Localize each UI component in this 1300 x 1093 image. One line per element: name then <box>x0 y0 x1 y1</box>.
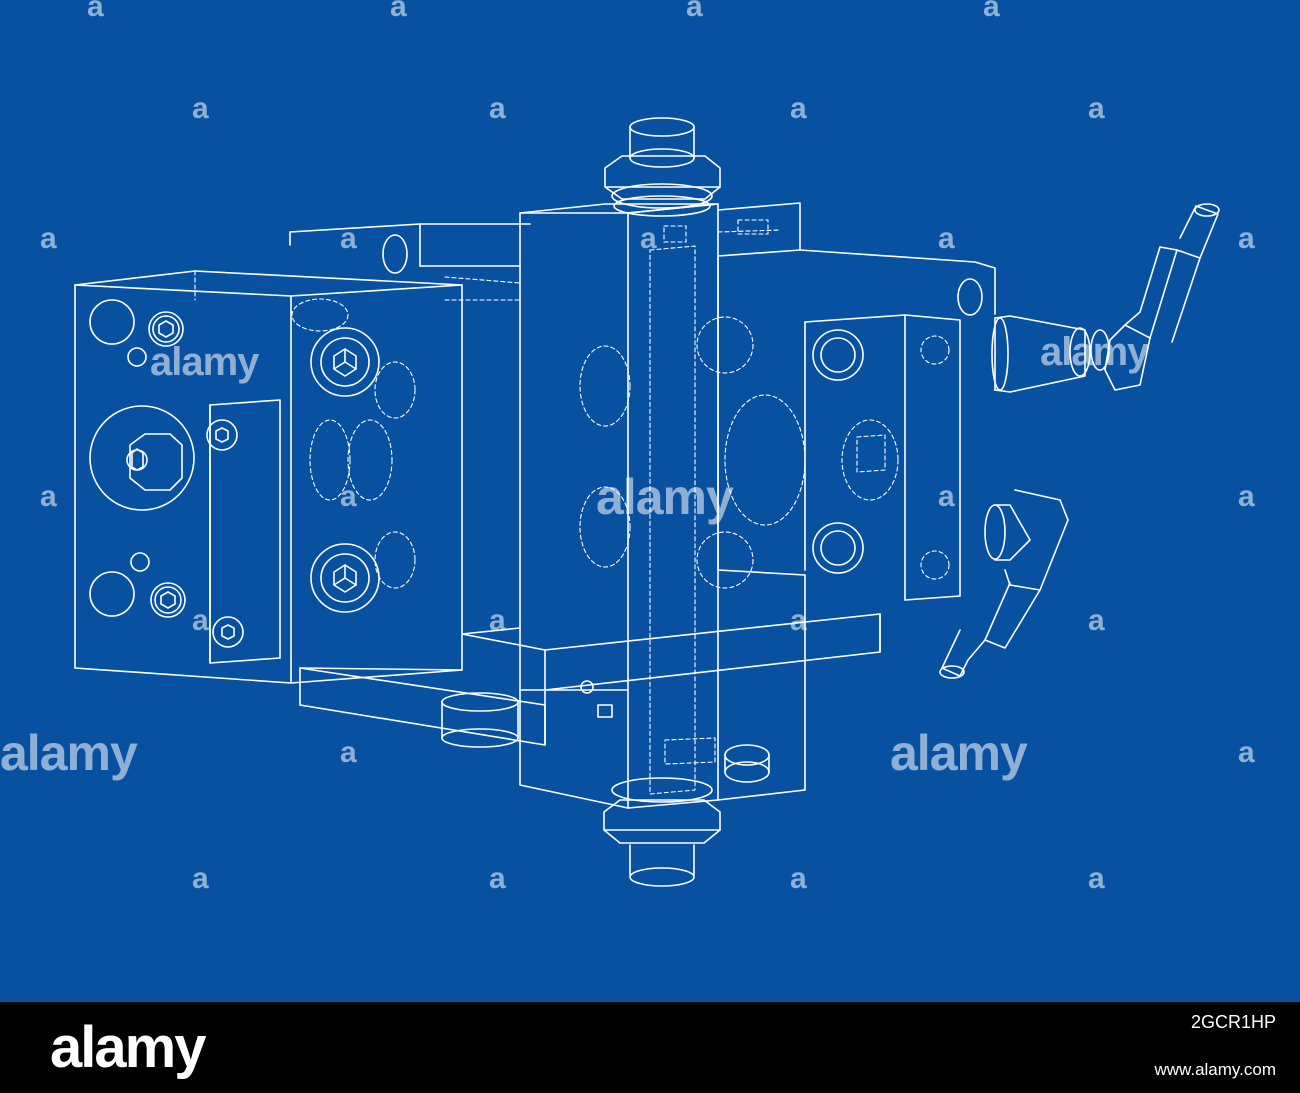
main-cap-screws <box>291 298 416 613</box>
watermark-logo: alamy <box>596 469 734 525</box>
watermark-small: a <box>938 480 955 513</box>
image-id-block: 2GCR1HP <box>1191 1010 1276 1034</box>
rear-housing <box>289 202 996 316</box>
watermark-small: a <box>340 480 357 513</box>
alamy-logo: alamy <box>50 1015 206 1080</box>
watermark-logo: alamy <box>0 725 138 781</box>
watermark-small: a <box>1238 222 1255 255</box>
blueprint-drawing-area: a a a a a a a a a a a a a alamy alamy a … <box>0 0 1300 1002</box>
watermark-small: a <box>489 604 506 637</box>
image-id: 2GCR1HP <box>1190 1012 1276 1032</box>
right-manifold-body <box>696 255 961 611</box>
left-end-block <box>74 270 463 684</box>
watermark-logo: alamy <box>1040 330 1149 374</box>
watermark-small: a <box>1238 736 1255 769</box>
watermark-small: a <box>390 0 407 23</box>
lower-block <box>519 609 806 809</box>
watermark-small: a <box>340 736 357 769</box>
watermark-small: a <box>87 0 104 23</box>
watermark-small: a <box>489 92 506 125</box>
watermark-small: a <box>686 0 703 23</box>
watermark-small: a <box>938 222 955 255</box>
upper-valve-handle <box>991 203 1220 393</box>
watermark-small: a <box>40 480 57 513</box>
watermark-small: a <box>983 0 1000 23</box>
bottom-stud-nut <box>603 777 721 887</box>
watermark-logo: alamy <box>150 340 259 384</box>
watermark-small: a <box>1088 604 1105 637</box>
watermark-small: a <box>40 222 57 255</box>
watermark-small: a <box>790 92 807 125</box>
top-stud-nut <box>604 117 721 217</box>
watermark-logo: alamy <box>890 725 1028 781</box>
base-plate <box>299 613 881 748</box>
watermark-small: a <box>192 862 209 895</box>
watermark-small: a <box>790 862 807 895</box>
lower-valve-handle <box>939 489 1069 679</box>
valve-manifold-wireframe <box>74 117 1220 887</box>
stock-footer-bar: alamy 2GCR1HP www.alamy.com <box>0 1002 1300 1093</box>
watermark-small: a <box>1088 862 1105 895</box>
watermark-small: a <box>640 222 657 255</box>
watermark-small: a <box>1238 480 1255 513</box>
watermark-small: a <box>1088 92 1105 125</box>
watermark-small: a <box>192 92 209 125</box>
watermark-small: a <box>790 604 807 637</box>
watermark-small: a <box>340 222 357 255</box>
watermark-small: a <box>192 604 209 637</box>
flange-plate <box>206 399 281 664</box>
watermark-small: a <box>489 862 506 895</box>
site-url[interactable]: www.alamy.com <box>1154 1060 1276 1079</box>
